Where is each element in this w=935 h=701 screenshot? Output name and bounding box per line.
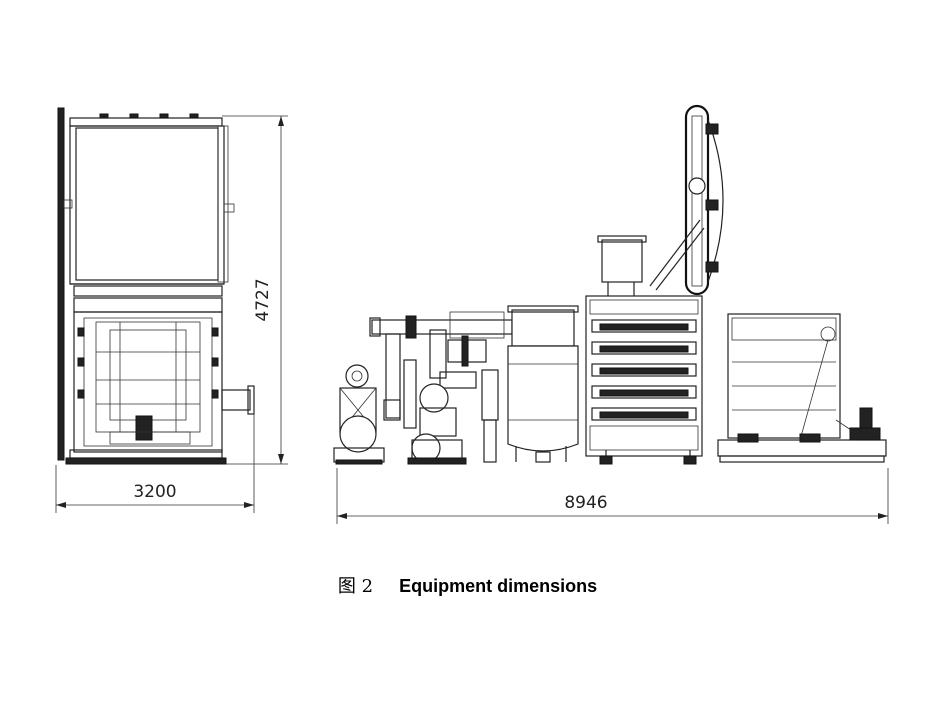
side-dimensions (336, 468, 889, 524)
front-view (57, 107, 255, 465)
front-dimensions (55, 115, 288, 513)
caption-text: Equipment dimensions (399, 576, 598, 596)
front-width-dimension: 3200 (133, 482, 176, 502)
side-length-dimension: 8946 (564, 493, 607, 513)
side-view (333, 104, 887, 465)
tray-stack (591, 319, 697, 421)
figure-label: 图 2 (337, 576, 374, 597)
front-height-dimension: 4727 (253, 278, 273, 321)
figure-caption: 图 2 Equipment dimensions (0, 572, 935, 598)
